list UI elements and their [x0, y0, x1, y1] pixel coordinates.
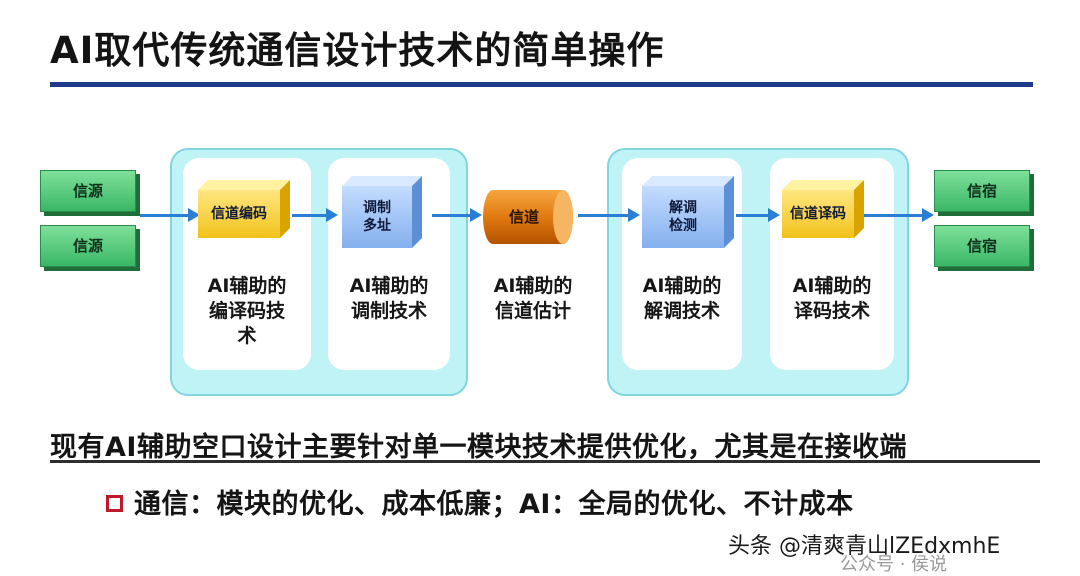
source-label-2: 信源	[72, 237, 103, 255]
arrow-demod-to-decode	[736, 208, 780, 222]
modulate-panel-text: AI辅助的 调制技术	[314, 274, 464, 324]
demodulation-label-2: 检测	[669, 218, 697, 234]
demod-panel-text: AI辅助的 解调技术	[607, 274, 757, 324]
arrow-source-to-encode	[140, 208, 200, 222]
title-divider	[50, 82, 1033, 87]
channel-estimate-line-1: AI辅助的	[493, 275, 573, 297]
channel-cylinder: 信道	[483, 188, 577, 246]
channel-cylinder-shape	[483, 190, 573, 244]
demodulation-label-1: 解调	[669, 200, 697, 216]
encode-panel-line-3: 术	[237, 325, 257, 347]
arrow-decode-to-sink	[864, 208, 934, 222]
channel-encode-block: 信道编码	[198, 180, 290, 238]
comparison-text: 通信：模块的优化、成本低廉；AI：全局的优化、不计成本	[134, 489, 854, 520]
channel-encode-label: 信道编码	[211, 206, 267, 222]
modulation-label-1: 调制	[363, 200, 391, 216]
demodulation-block: 解调 检测	[642, 176, 734, 248]
channel-estimate-line-2: 信道估计	[494, 300, 571, 322]
sink-label-2: 信宿	[966, 237, 997, 255]
sink-box-2: 信宿	[934, 225, 1030, 267]
summary-statement: 现有AI辅助空口设计主要针对单一模块技术提供优化，尤其是在接收端	[50, 432, 907, 463]
encode-panel-line-2: 编译码技	[208, 300, 285, 322]
arrow-modulate-to-channel	[432, 208, 482, 222]
source-box-1: 信源	[40, 170, 136, 212]
sink-label-1: 信宿	[966, 182, 997, 200]
modulation-label-2: 多址	[363, 218, 391, 234]
arrow-channel-to-demod	[578, 208, 640, 222]
sink-box-1: 信宿	[934, 170, 1030, 212]
decode-panel-line-2: 译码技术	[793, 300, 870, 322]
source-box-2: 信源	[40, 225, 136, 267]
summary-underline	[50, 460, 1040, 463]
modulate-panel-line-2: 调制技术	[350, 300, 427, 322]
wechat-watermark: 公众号 · 侯说	[840, 554, 948, 575]
modulate-panel-line-1: AI辅助的	[349, 275, 429, 297]
demod-panel-line-2: 解调技术	[643, 300, 720, 322]
toutiao-watermark: 头条 @清爽青山lZEdxmhE	[728, 534, 1001, 559]
source-label-1: 信源	[72, 182, 103, 200]
square-bullet-icon	[106, 495, 123, 512]
channel-estimate-text: AI辅助的 信道估计	[458, 274, 608, 324]
channel-decode-block: 信道译码	[782, 180, 864, 238]
modulation-block: 调制 多址	[342, 176, 422, 248]
channel-label: 信道	[508, 208, 539, 226]
encode-panel-line-1: AI辅助的	[207, 275, 287, 297]
demod-panel-line-1: AI辅助的	[642, 275, 722, 297]
slide-title: AI取代传统通信设计技术的简单操作	[50, 29, 665, 72]
channel-decode-label: 信道译码	[790, 206, 846, 222]
encode-panel-text: AI辅助的 编译码技 术	[172, 274, 322, 349]
decode-panel-line-1: AI辅助的	[792, 275, 872, 297]
decode-panel-text: AI辅助的 译码技术	[757, 274, 907, 324]
arrow-encode-to-modulate	[292, 208, 338, 222]
